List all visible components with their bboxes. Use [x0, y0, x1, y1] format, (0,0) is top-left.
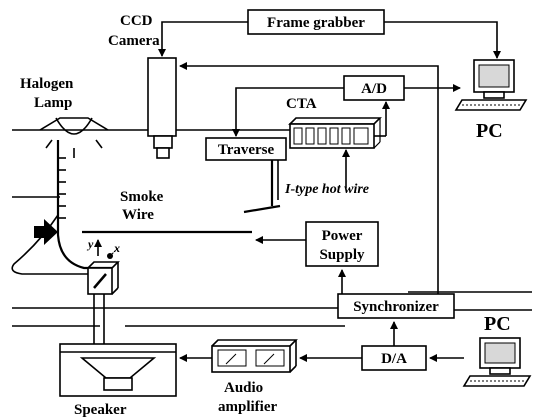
axis-x-label: x — [113, 241, 120, 255]
sync-to-camera-arrow — [179, 62, 439, 296]
pc-top-icon — [454, 59, 528, 111]
ad-label: A/D — [361, 81, 387, 97]
cta-unit-icon — [288, 117, 382, 149]
grabber-to-pc-arrow — [384, 21, 501, 59]
ad-box: A/D — [343, 75, 405, 101]
halogen-label-1: Halogen — [20, 76, 74, 92]
inlet-wall — [11, 140, 112, 275]
frame-grabber-box: Frame grabber — [247, 9, 385, 35]
ccd-camera-label-2: Camera — [108, 33, 160, 49]
smoke-wire-label-2: Wire — [122, 207, 154, 223]
smoke-wire-label-1: Smoke — [120, 189, 164, 205]
axes-icon: y x — [86, 237, 120, 259]
ad-to-traverse-arrow — [232, 87, 344, 137]
da-label: D/A — [381, 351, 407, 367]
hot-wire-label: I-type hot wire — [284, 182, 369, 197]
synchronizer-box: Synchronizer — [337, 293, 455, 319]
audio-amplifier-icon — [211, 339, 298, 373]
pc-bottom-icon — [462, 337, 532, 387]
speaker-label: Speaker — [74, 402, 127, 418]
audio-amplifier-label-2: amplifier — [218, 399, 277, 415]
power-supply-label-1: Power — [322, 228, 363, 244]
ccd-camera-icon — [147, 57, 177, 159]
speaker-icon — [59, 343, 177, 397]
hot-wire-probe-icon — [243, 160, 281, 214]
grabber-to-camera-arrow — [158, 21, 248, 57]
halogen-label-2: Lamp — [34, 95, 72, 111]
traverse-label: Traverse — [218, 142, 275, 158]
exciter-box-icon — [87, 261, 120, 344]
pc-top-label: PC — [476, 120, 503, 142]
halogen-lamp-icon — [39, 117, 109, 158]
audio-amplifier-label-1: Audio — [224, 380, 263, 396]
cta-label: CTA — [286, 96, 317, 112]
flow-arrow-icon — [34, 219, 58, 245]
power-supply-label-2: Supply — [319, 247, 365, 263]
pc-bottom-label: PC — [484, 313, 511, 335]
power-supply-box: Power Supply — [305, 221, 379, 267]
da-box: D/A — [361, 345, 427, 371]
synchronizer-label: Synchronizer — [353, 299, 439, 315]
ccd-camera-label-1: CCD — [120, 13, 153, 29]
traverse-box: Traverse — [205, 137, 287, 161]
frame-grabber-label: Frame grabber — [267, 15, 365, 31]
axis-y-label: y — [86, 237, 94, 251]
